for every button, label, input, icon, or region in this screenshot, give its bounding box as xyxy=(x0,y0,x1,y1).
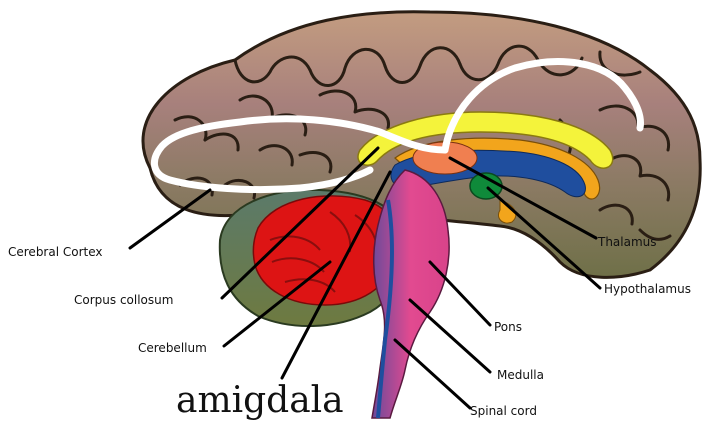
label-amigdala: amigdala xyxy=(176,380,344,421)
label-cerebellum: Cerebellum xyxy=(138,341,207,355)
leader-spinal-cord xyxy=(395,340,470,408)
label-pons: Pons xyxy=(494,320,522,334)
label-corpus-collosum: Corpus collosum xyxy=(74,293,173,307)
label-spinal-cord: Spinal cord xyxy=(470,404,537,418)
label-thalamus: Thalamus xyxy=(597,235,657,249)
label-medulla: Medulla xyxy=(497,368,544,382)
label-hypothalamus: Hypothalamus xyxy=(604,282,691,296)
label-cerebral-cortex: Cerebral Cortex xyxy=(8,245,103,259)
brainstem-shape xyxy=(372,170,449,418)
